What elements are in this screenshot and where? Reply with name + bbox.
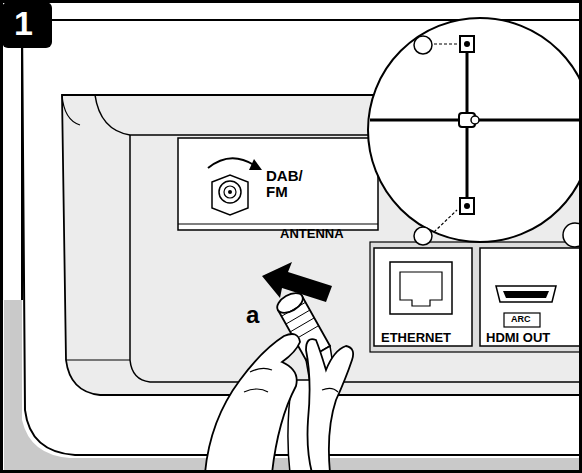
drawing-part <box>434 43 457 44</box>
drawing-part <box>464 41 470 47</box>
drawing-part <box>21 20 23 300</box>
drawing-part <box>480 248 582 346</box>
callout-letter: a <box>246 302 259 327</box>
port-label: ETHERNET <box>381 331 451 345</box>
drawing-part <box>474 119 582 122</box>
drawing-part <box>212 175 248 215</box>
drawing-part <box>244 368 272 392</box>
drawing-part <box>503 291 549 298</box>
panel-label: ANTENNA <box>280 227 344 241</box>
drawing-part <box>374 248 472 346</box>
drawing-part <box>249 159 262 170</box>
connector-label: DAB/ FM <box>266 168 308 200</box>
step-badge <box>2 2 52 48</box>
drawing-part <box>306 339 353 473</box>
drawing-part <box>471 116 479 124</box>
drawing-part <box>460 198 474 214</box>
drawing-part <box>224 186 236 198</box>
antenna-panel <box>178 138 378 230</box>
port-sublabel: ARC <box>511 315 531 324</box>
drawing-part <box>62 95 80 125</box>
drawing-part <box>178 138 378 230</box>
drawing-part <box>504 313 540 327</box>
drawing-part <box>322 388 338 392</box>
drawing-part <box>228 190 232 194</box>
drawing-part <box>370 242 582 352</box>
drawing-part <box>66 360 130 361</box>
drawing-part <box>368 18 582 242</box>
drawing-part <box>205 334 300 473</box>
hands-and-cable <box>205 289 353 473</box>
step-number: 1 <box>14 6 33 42</box>
drawing-part <box>464 203 470 209</box>
drawing-part <box>219 181 241 203</box>
drawing-part <box>390 262 452 314</box>
drawing-part <box>414 36 432 54</box>
drawing-part <box>208 158 254 168</box>
drawing-part <box>414 227 432 245</box>
drawing-part <box>434 210 457 232</box>
drawing-part <box>460 36 474 52</box>
drawing-part <box>178 223 378 224</box>
drawing-part <box>496 286 556 302</box>
drawing-part <box>274 289 306 317</box>
antenna-zoom <box>368 18 582 245</box>
drawing-part <box>466 48 469 210</box>
port-label: HDMI OUT <box>486 331 550 345</box>
drawing-part <box>370 119 460 122</box>
drawing-part <box>400 272 442 306</box>
